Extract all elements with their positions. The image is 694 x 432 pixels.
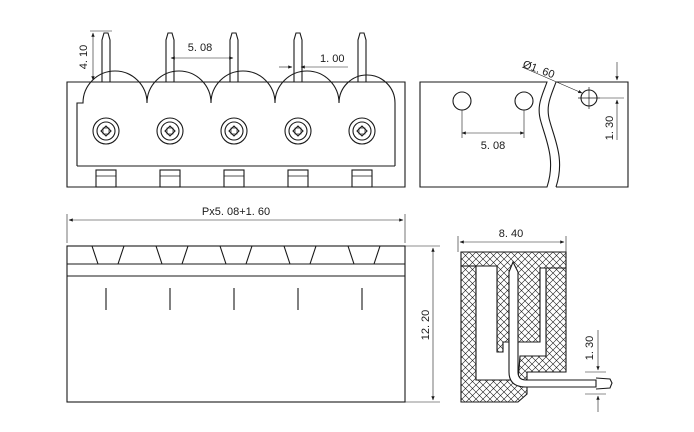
- side-view-hole-1: [452, 91, 472, 111]
- dim-pin-offset-label: 1. 30: [584, 336, 596, 360]
- side-view-right-section: [556, 81, 629, 188]
- screw-drive: [164, 125, 176, 137]
- section-view: 8. 40 1. 30: [457, 228, 613, 412]
- bottom-view-pins: [105, 288, 363, 310]
- front-pin: [357, 32, 367, 82]
- front-view-slots: [95, 169, 373, 188]
- front-slot: [351, 169, 373, 188]
- dim-height: 12. 20: [405, 245, 440, 403]
- dim-hole-diameter-label: Ø1. 60: [521, 59, 556, 82]
- dim-height-label: 12. 20: [420, 310, 432, 341]
- dim-hole-pitch-label: 5. 08: [481, 140, 505, 152]
- screw-drive-center: [358, 127, 366, 135]
- front-pin: [293, 32, 303, 82]
- dim-pitch-top: 5. 08: [170, 42, 234, 60]
- screw-drive-center: [294, 127, 302, 135]
- side-view-hole-2: [514, 91, 534, 111]
- screw-inner: [96, 121, 116, 141]
- bottom-slot: [283, 245, 317, 265]
- bottom-slot: [347, 245, 381, 265]
- front-view-scallop: [76, 70, 396, 166]
- bottom-slot: [91, 245, 125, 265]
- section-view-pin: [508, 260, 597, 388]
- screw-inner: [224, 121, 244, 141]
- screw-outer: [220, 117, 248, 145]
- dim-pin-height: 4. 10: [78, 30, 112, 83]
- dim-depth-label: 8. 40: [499, 228, 523, 240]
- screw-outer: [284, 117, 312, 145]
- screw-drive-center: [102, 127, 110, 135]
- screw-inner: [288, 121, 308, 141]
- bottom-view-slots: [91, 245, 381, 265]
- dim-overall-length: Px5. 08+1. 60: [68, 206, 404, 222]
- bottom-slot: [155, 245, 189, 265]
- dim-pin-height-label: 4. 10: [78, 45, 90, 69]
- dim-pin-width: 1. 00: [279, 53, 348, 69]
- dim-depth: 8. 40: [459, 228, 565, 244]
- dim-overall-length-label: Px5. 08+1. 60: [202, 206, 270, 218]
- front-pin: [165, 32, 175, 82]
- front-view: 4. 10 5. 08 1. 00: [66, 30, 406, 188]
- screw-outer: [92, 117, 120, 145]
- front-view-body: [66, 81, 406, 188]
- front-slot: [159, 169, 181, 188]
- dim-hole-offset: 1. 30: [600, 62, 624, 140]
- front-view-screws: [92, 117, 376, 145]
- side-view: 5. 08 Ø1. 60 1. 30: [419, 59, 629, 188]
- bottom-view-body: [66, 245, 406, 403]
- front-view-pins: [101, 32, 367, 82]
- screw-drive: [292, 125, 304, 137]
- front-slot: [223, 169, 245, 188]
- side-view-break-line: [547, 81, 561, 188]
- front-slot: [95, 169, 117, 188]
- front-pin: [101, 32, 111, 82]
- dim-pitch-top-label: 5. 08: [188, 42, 212, 54]
- dim-pin-width-label: 1. 00: [320, 53, 344, 65]
- screw-drive: [356, 125, 368, 137]
- screw-drive: [228, 125, 240, 137]
- screw-outer: [348, 117, 376, 145]
- dim-pin-offset: 1. 30: [584, 330, 606, 412]
- bottom-slot: [219, 245, 253, 265]
- dim-hole-diameter: Ø1. 60: [521, 59, 583, 94]
- screw-inner: [352, 121, 372, 141]
- screw-drive-center: [166, 127, 174, 135]
- bottom-view: Px5. 08+1. 60 12. 20: [66, 206, 440, 403]
- screw-outer: [156, 117, 184, 145]
- side-view-outline: [419, 81, 552, 188]
- screw-inner: [160, 121, 180, 141]
- dim-hole-pitch: 5. 08: [461, 110, 525, 152]
- dim-hole-offset-label: 1. 30: [604, 116, 616, 140]
- front-pin: [229, 32, 239, 82]
- front-slot: [287, 169, 309, 188]
- section-view-pin-tip: [595, 377, 613, 390]
- screw-drive-center: [230, 127, 238, 135]
- screw-drive: [100, 125, 112, 137]
